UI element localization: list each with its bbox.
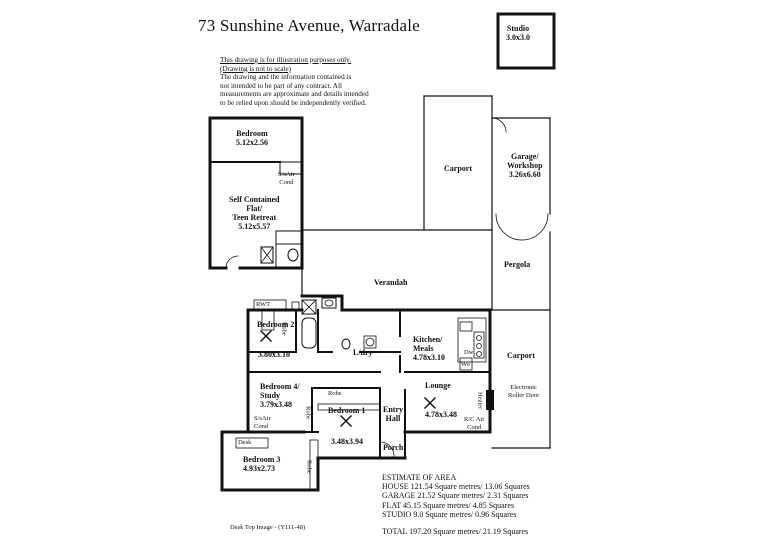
disclaimer-line: This drawing is for illustration purpose… xyxy=(220,56,352,64)
area-estimate: ESTIMATE OF AREA HOUSE 121.54 Square met… xyxy=(382,473,530,536)
robe-b1-side-label: Robe xyxy=(304,406,312,420)
robe-b2-label: Robe xyxy=(280,322,288,336)
area-heading: ESTIMATE OF AREA xyxy=(382,473,457,482)
bedroom2-size: 3.80x3.10 xyxy=(258,350,290,359)
disclaimer-line: not intended to be part of any contract.… xyxy=(220,81,342,90)
area-total: TOTAL 197.20 Square metres/ 21.19 Square… xyxy=(382,527,529,537)
kitchen-label: Kitchen/ Meals 4.78x3.10 xyxy=(413,335,445,362)
studio-outline xyxy=(496,12,556,70)
page-title: 73 Sunshine Avenue, Warradale xyxy=(198,16,420,35)
carport-top-label: Carport xyxy=(444,164,472,173)
roller-door-label: Electronic Roller Door xyxy=(508,384,540,399)
outbuildings xyxy=(301,95,551,449)
pergola-label: Pergola xyxy=(504,260,531,269)
lounge-size: 4.78x3.48 xyxy=(425,410,457,419)
verandah-label: Verandah xyxy=(374,278,408,287)
laundry-label: L/dry xyxy=(353,348,373,357)
wall-oven-label: Wo xyxy=(461,361,470,368)
rc-air-label: R/C Air Cond xyxy=(464,416,485,431)
entry-hall-label: Entry Hall xyxy=(383,405,403,423)
robe-b1-label: Robe xyxy=(328,390,342,397)
porch-label: Porch xyxy=(383,443,404,452)
bedroom1-label: Bedroom 1 xyxy=(328,406,366,415)
garage-label: Garage/ Workshop 3.26x6.60 xyxy=(507,152,543,179)
lounge-label: Lounge xyxy=(425,381,451,390)
split-air-b4-label: S/sAir Cond xyxy=(254,415,271,430)
image-code: Desk Top Image - (Y111-48) xyxy=(230,524,306,531)
carport-right-label: Carport xyxy=(507,351,535,360)
flat-label: Self Contained Flat/ Teen Retreat 5.12x5… xyxy=(229,195,280,231)
area-garage: GARAGE 21.52 Square metres/ 2.31 Squares xyxy=(382,491,529,501)
internal-walls xyxy=(247,309,491,459)
studio-label: Studio 3.0x3.0 xyxy=(506,24,530,42)
bedroom-top-label: Bedroom 5.12x2.56 xyxy=(236,129,268,147)
disclaimer-line: to be relied upon should be independentl… xyxy=(220,98,367,107)
dishwasher-label: Dw xyxy=(464,349,474,356)
area-house: HOUSE 121.54 Square metres/ 13.06 Square… xyxy=(382,482,530,492)
desk-label: Desk xyxy=(238,439,252,446)
bedroom4-label: Bedroom 4/ Study 3.79x3.48 xyxy=(260,382,300,409)
heater-label: Heater xyxy=(476,392,484,410)
disclaimer-line: (Drawing is not to scale) xyxy=(220,64,292,73)
bedroom1-size: 3.48x3.94 xyxy=(331,437,363,446)
area-flat: FLAT 45.15 Square metres/ 4.85 Squares xyxy=(382,500,515,510)
area-studio: STUDIO 9.0 Square metres/ 0.96 Squares xyxy=(382,509,517,519)
disclaimer-line: The drawing and the information containe… xyxy=(220,73,352,82)
disclaimer-line: measurements are approximate and details… xyxy=(220,90,369,99)
bedroom3-label: Bedroom 3 4.93x2.73 xyxy=(243,455,281,473)
disclaimer: This drawing is for illustration purpose… xyxy=(220,56,369,108)
robe-b3-label: Robe xyxy=(305,460,313,474)
split-air-top-label: S/sAir Cond xyxy=(278,171,295,186)
rwt-label: RWT xyxy=(256,301,271,308)
bedroom2-label: Bedroom 2 xyxy=(257,320,295,329)
